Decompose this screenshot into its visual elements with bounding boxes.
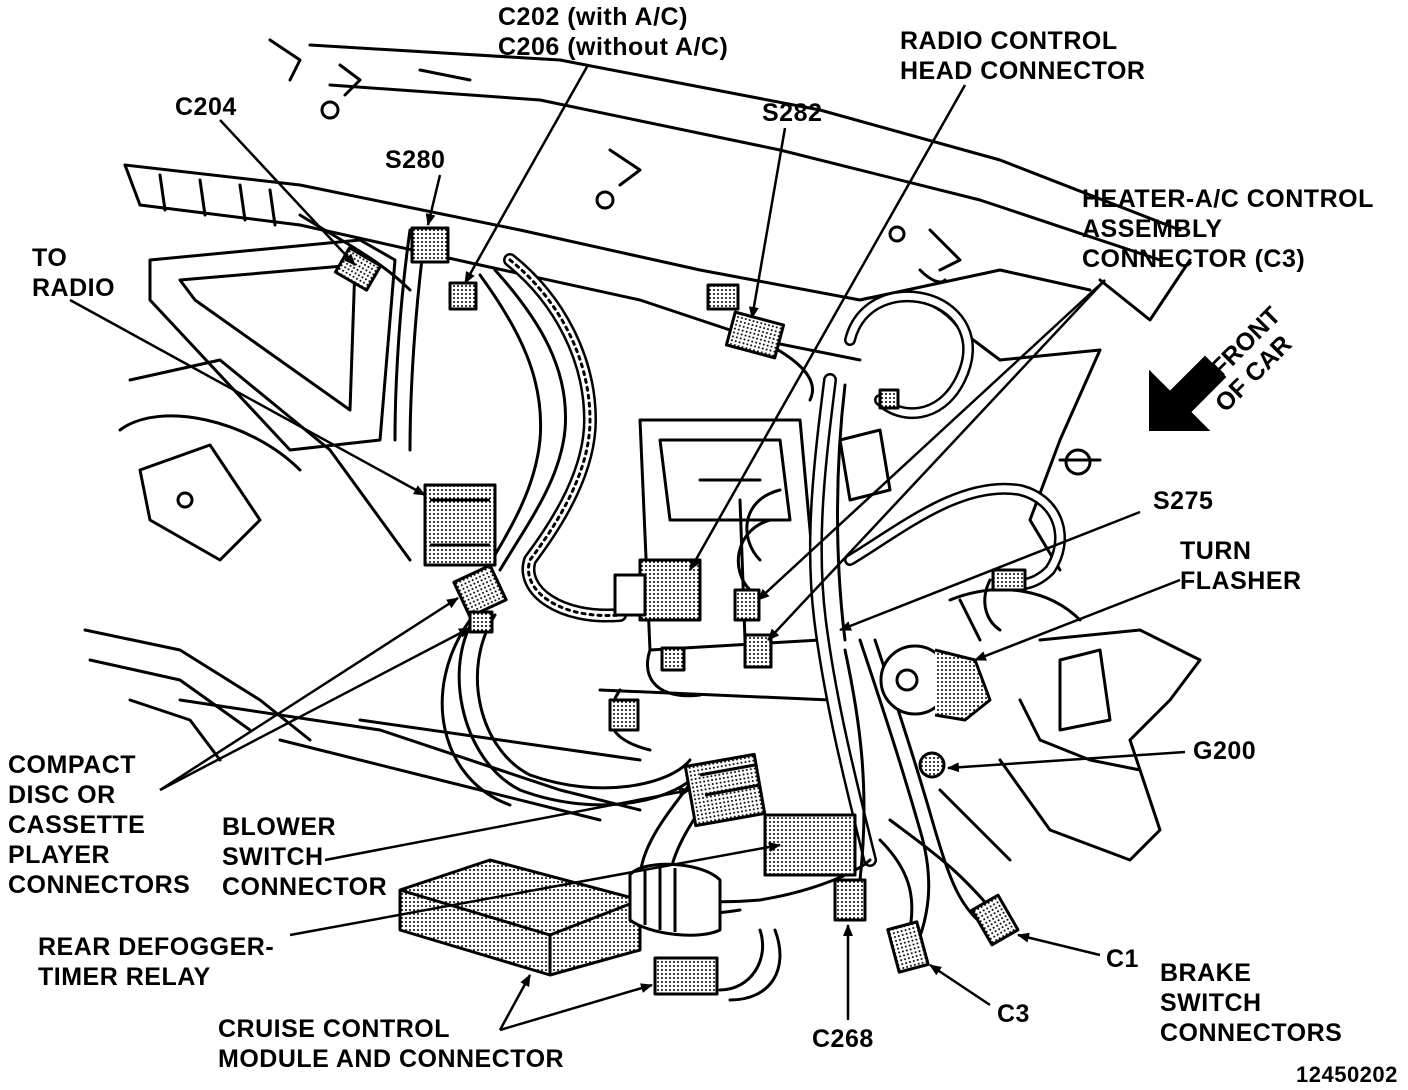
label-g200: G200: [1193, 737, 1257, 765]
components: [333, 226, 1027, 996]
label-brake-switch: BRAKE SWITCH CONNECTORS: [1160, 959, 1343, 1047]
label-turn-flasher: TURN FLASHER: [1180, 537, 1302, 595]
cruise-control-connector: [653, 956, 719, 996]
dashboard-structure: [83, 38, 1202, 862]
label-radio-control-head: RADIO CONTROL HEAD CONNECTOR: [900, 27, 1146, 85]
figure-number: 12450202: [1296, 1062, 1398, 1087]
label-c268: C268: [812, 1025, 874, 1053]
label-compact-disc: COMPACT DISC OR CASSETTE PLAYER CONNECTO…: [8, 751, 191, 899]
g200-ground: [918, 751, 946, 779]
label-c204: C204: [175, 93, 237, 121]
c202-connector: [448, 281, 478, 311]
cd-connector-2: [468, 610, 494, 634]
heater-ac-connector: [733, 588, 761, 622]
label-c206: C206 (without A/C): [498, 33, 729, 61]
s280-splice: [410, 226, 450, 264]
label-c3: C3: [997, 1000, 1030, 1028]
c204-connector: [333, 246, 383, 292]
front-of-car-arrow: [1149, 355, 1227, 431]
label-blower-switch: BLOWER SWITCH CONNECTOR: [222, 813, 388, 901]
brake-switch-c1: [970, 893, 1020, 947]
label-to-radio: TO RADIO: [32, 244, 116, 302]
brake-switch-c3: [886, 920, 930, 974]
rear-defogger-timer-relay: [398, 858, 642, 977]
wiring-harness: [298, 213, 1066, 1002]
label-c1: C1: [1106, 945, 1139, 973]
label-c202: C202 (with A/C): [498, 3, 688, 31]
label-heater-ac-control: HEATER-A/C CONTROL ASSEMBLY CONNECTOR (C…: [1082, 185, 1374, 273]
label-s282: S282: [762, 99, 823, 127]
label-c202-c206: C202 (with A/C) C206 (without A/C): [498, 2, 728, 62]
leader-lines: [69, 64, 1186, 1032]
label-s280: S280: [385, 146, 446, 174]
cd-connector-1: [452, 563, 508, 619]
radio-connector: [423, 483, 497, 567]
label-cruise-control: CRUISE CONTROL MODULE AND CONNECTOR: [218, 1015, 565, 1073]
c268-connector: [833, 878, 867, 922]
label-s275: S275: [1153, 487, 1214, 515]
s282-splice: [724, 310, 786, 360]
label-rear-defogger: REAR DEFOGGER- TIMER RELAY: [38, 933, 275, 991]
heater-ac-connector-2: [743, 633, 773, 669]
